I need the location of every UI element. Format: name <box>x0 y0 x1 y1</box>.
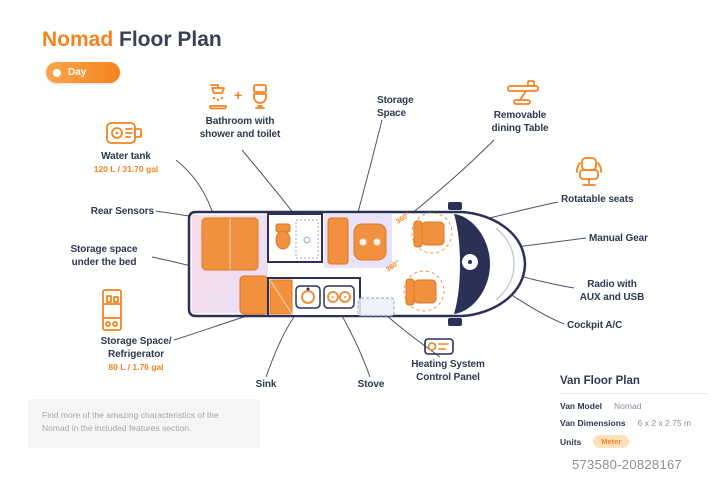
bed-bench <box>239 275 269 315</box>
cockpit-area <box>454 214 515 314</box>
van-model-value: Nomad <box>614 401 642 411</box>
callout-manual-gear: Manual Gear <box>589 233 648 244</box>
dining-table-icon <box>506 80 540 106</box>
info-row-units: Units Meter <box>560 435 708 448</box>
units-label: Units <box>560 436 582 447</box>
watermark-number: 573580-20828167 <box>572 457 683 472</box>
toilet-icon <box>248 82 272 110</box>
callout-heating: Heating System Control Panel <box>411 359 485 383</box>
day-dot-icon <box>53 68 61 77</box>
callout-radio: Radio with AUX and USB <box>579 279 645 303</box>
van-dimensions-label: Van Dimensions <box>560 418 626 428</box>
callout-water-tank: Water tank <box>101 151 151 162</box>
stove-burner-2 <box>339 291 351 303</box>
callout-storage-space: Storage Space <box>377 95 414 119</box>
stove-burner-1 <box>327 291 339 303</box>
heating-panel-zone <box>357 297 395 317</box>
callout-storage-under-bed: Storage space under the bed <box>70 244 138 268</box>
info-row-van-dimensions: Van Dimensions 6 x 2 x 2.75 m <box>560 418 708 428</box>
info-row-van-model: Van Model Nomad <box>560 401 708 411</box>
callout-rear-sensors: Rear Sensors <box>90 206 154 217</box>
mirror-right <box>448 202 462 210</box>
shower-drain <box>303 236 311 244</box>
page-title-rest: Floor Plan <box>113 28 222 51</box>
info-panel-title: Van Floor Plan <box>560 375 708 394</box>
refrigerator-icon <box>99 288 125 332</box>
mirror-left <box>448 318 462 326</box>
shower-tray <box>295 219 319 259</box>
sink-unit <box>295 285 321 309</box>
heating-panel-icon <box>424 338 454 355</box>
van-info-panel: Van Floor Plan Van Model Nomad Van Dimen… <box>560 375 708 448</box>
page-title-accent: Nomad <box>42 28 114 51</box>
callout-refrigerator: Storage Space/ Refrigerator <box>100 336 172 360</box>
water-tank-capacity: 120 L / 31.70 gal <box>93 164 159 174</box>
dining-table-top <box>353 223 387 261</box>
features-note: Find more of the amazing characteristics… <box>28 399 260 448</box>
kitchen-area <box>267 277 361 317</box>
callout-bathroom: Bathroom with shower and toilet <box>199 116 281 140</box>
callout-sink: Sink <box>255 379 277 390</box>
units-meter-badge[interactable]: Meter <box>593 435 630 448</box>
page-title: Nomad Floor Plan <box>42 28 222 52</box>
plus-icon: + <box>234 87 243 103</box>
dinette-bench <box>327 217 349 265</box>
dinette-area <box>324 214 392 268</box>
van-dimensions-value: 6 x 2 x 2.75 m <box>637 418 692 428</box>
van-model-label: Van Model <box>560 401 603 411</box>
day-mode-toggle[interactable]: Day <box>46 62 120 83</box>
sink-basin <box>301 290 315 304</box>
callout-dining-table: Removable dining Table <box>491 110 549 134</box>
rotatable-seat-icon <box>575 156 603 188</box>
water-tank-icon <box>105 117 145 147</box>
bathroom-area <box>267 213 323 263</box>
callout-cockpit-ac: Cockpit A/C <box>567 320 623 331</box>
day-mode-label: Day <box>68 67 87 78</box>
callout-stove: Stove <box>357 379 385 390</box>
van-body: 360° 360° <box>187 202 527 326</box>
callout-rotatable-seats: Rotatable seats <box>561 194 634 205</box>
refrigerator-capacity: 80 L / 1.76 gal <box>108 362 164 372</box>
shower-icon <box>205 82 231 110</box>
toilet-bowl <box>275 230 291 250</box>
